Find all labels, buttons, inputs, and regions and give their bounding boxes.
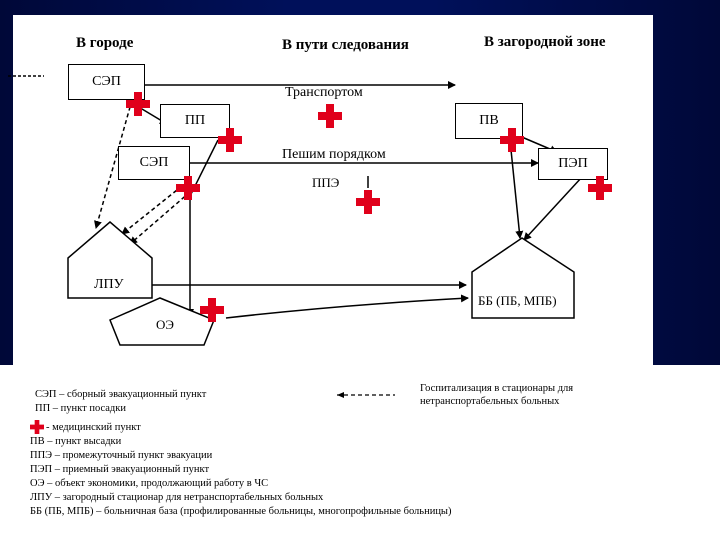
edge-sep-mid-to-lpu-dashed (121, 185, 183, 235)
node-oe: ОЭ (156, 317, 174, 332)
legend-item-ppe: ППЭ – промежуточный пункт эвакуации (30, 450, 213, 461)
edge-pp-to-oe (186, 139, 219, 317)
red-cross-icon (218, 128, 242, 152)
legend-item-bb: ББ (ПБ, МПБ) – больничная база (профилир… (30, 506, 452, 517)
zone-city-title: В городе (76, 35, 134, 51)
lpu-shape (67, 221, 153, 299)
legend-item-medical-point: - медицинский пункт (46, 422, 141, 433)
node-pp: ПП (160, 104, 230, 138)
edge-pv-to-bb (509, 139, 524, 239)
bb-shape (471, 237, 575, 319)
edge-sep-mid-to-lpu-dashed-2 (129, 191, 191, 245)
legend-panel (0, 365, 720, 540)
red-cross-icon (588, 176, 612, 200)
node-ppe: ППЭ (312, 175, 340, 190)
zone-suburban-title: В загородной зоне (484, 34, 606, 50)
legend-item-pep: ПЭП – приемный эвакуационный пункт (30, 464, 210, 475)
legend-hospitalization: Госпитализация в стационары для нетрансп… (420, 383, 574, 408)
edge-oe-to-bb (225, 294, 469, 319)
edge-sep-to-lpu-dashed (94, 99, 133, 229)
edge-pep-to-bb (523, 176, 583, 241)
node-pep: ПЭП (538, 148, 608, 180)
red-cross-icon (176, 176, 200, 200)
oe-shape (109, 297, 215, 346)
node-sep-top: СЭП (68, 64, 145, 100)
red-cross-icon (356, 190, 380, 214)
node-lpu: ЛПУ (94, 277, 124, 292)
node-sep-mid: СЭП (118, 146, 190, 180)
red-cross-icon (126, 92, 150, 116)
red-cross-icon (500, 128, 524, 152)
legend-dashed-arrow (337, 392, 344, 398)
legend-item-sep: СЭП – сборный эвакуационный пункт (35, 389, 207, 400)
edge-label-transport: Транспортом (285, 85, 363, 100)
legend-item-oe: ОЭ – объект экономики, продолжающий рабо… (30, 478, 269, 489)
legend-item-pv: ПВ – пункт высадки (30, 436, 122, 447)
legend-item-pp: ПП – пункт посадки (35, 403, 126, 414)
zone-route-title: В пути следования (282, 37, 409, 53)
edge-label-on-foot: Пешим порядком (282, 147, 386, 162)
red-cross-icon (318, 104, 342, 128)
legend-item-lpu: ЛПУ – загородный стационар для нетранспо… (30, 492, 324, 503)
red-cross-icon (200, 298, 224, 322)
red-cross-icon (30, 420, 44, 434)
node-bb: ББ (ПБ, МПБ) (478, 293, 557, 308)
